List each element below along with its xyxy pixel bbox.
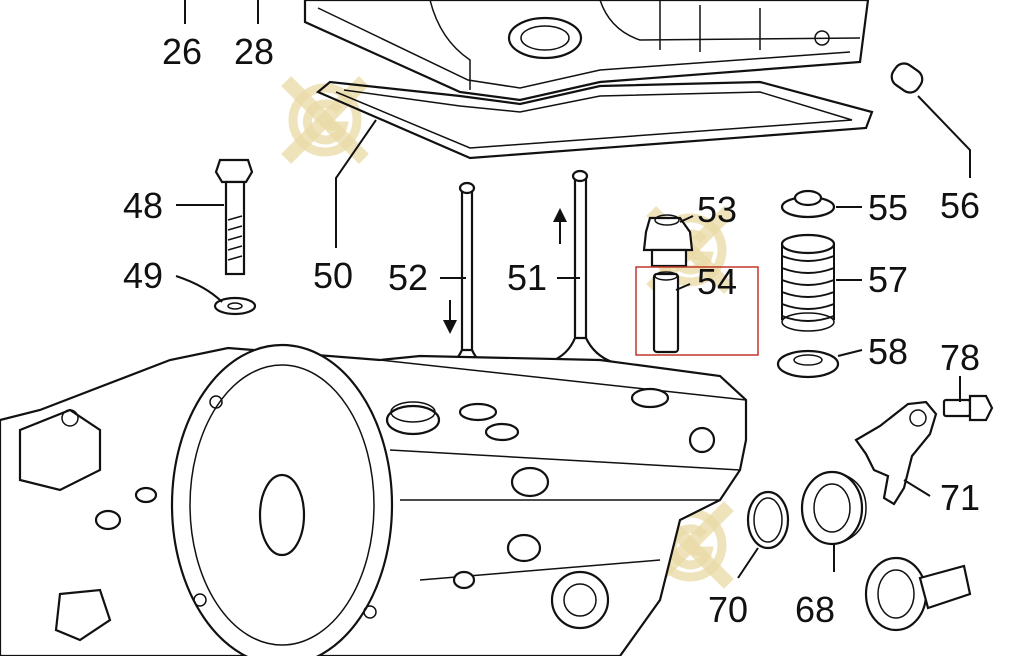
callout-50: 50 <box>313 255 353 296</box>
bushing-part <box>800 470 867 546</box>
callout-70: 70 <box>708 589 748 630</box>
fitting-part <box>864 556 972 632</box>
valve-cap-part <box>890 62 924 94</box>
callout-52: 52 <box>388 257 428 298</box>
callout-56: 56 <box>940 185 980 226</box>
callout-53: 53 <box>697 189 737 230</box>
watermark-logo-icon <box>281 76 369 164</box>
callout-68: 68 <box>795 589 835 630</box>
callout-71: 71 <box>940 477 980 518</box>
callout-28: 28 <box>234 31 274 72</box>
callout-labels: 26 28 48 49 50 52 51 53 54 55 56 57 58 7… <box>123 31 980 630</box>
callout-49: 49 <box>123 255 163 296</box>
valve-spring-part <box>780 233 836 332</box>
callout-78: 78 <box>940 337 980 378</box>
callout-48: 48 <box>123 185 163 226</box>
leader-lines <box>175 0 971 579</box>
valve-stem-seal-part <box>642 214 694 268</box>
spring-seat-part <box>776 349 840 379</box>
screw-part <box>942 394 994 422</box>
fork-part <box>854 400 938 506</box>
callout-51: 51 <box>507 257 547 298</box>
callout-57: 57 <box>868 259 908 300</box>
cylinder-head <box>0 343 748 656</box>
intake-valve-part <box>548 169 614 376</box>
bolt-part <box>214 158 254 276</box>
cover-gasket <box>315 80 874 160</box>
o-ring-part <box>746 490 790 550</box>
callout-58: 58 <box>868 331 908 372</box>
exhaust-valve-part <box>438 181 496 384</box>
valve-guide-part <box>635 266 759 356</box>
callout-54: 54 <box>697 261 737 302</box>
washer-part <box>213 296 257 316</box>
spring-retainer-part <box>780 189 836 219</box>
valve-cover <box>303 0 870 102</box>
callout-55: 55 <box>868 187 908 228</box>
direction-arrows <box>443 208 567 334</box>
callout-26: 26 <box>162 31 202 72</box>
highlight-box <box>635 266 759 356</box>
